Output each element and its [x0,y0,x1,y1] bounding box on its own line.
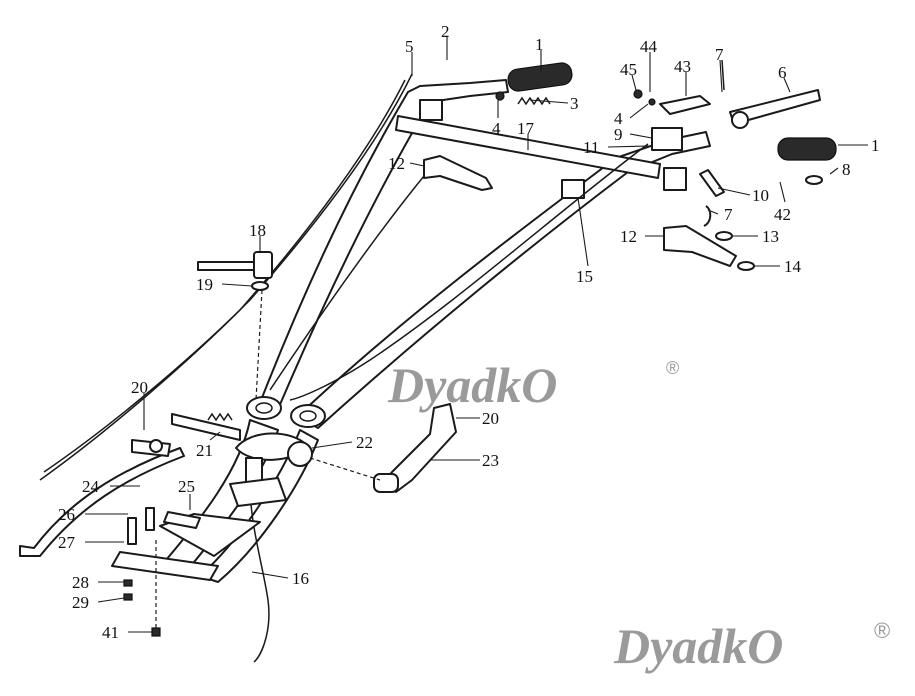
callout-45: 45 [620,60,637,79]
lever-right-part [663,225,755,271]
callout-20-right: 20 [482,409,499,428]
callout-18: 18 [249,221,266,240]
callout-7-top: 7 [715,45,724,64]
callout-22: 22 [356,433,373,452]
callout-15: 15 [576,267,593,286]
callout-1-right: 1 [871,136,880,155]
callout-41: 41 [102,623,119,642]
callout-27: 27 [58,533,76,552]
shift-rod-part [19,439,185,557]
callout-5: 5 [405,37,414,56]
callout-13: 13 [762,227,779,246]
clutch-lever-assembly [633,59,823,227]
spring-part [495,91,551,106]
callout-10: 10 [752,186,769,205]
svg-text:®: ® [874,618,890,643]
watermark-bottom-right: DyadkO ® [613,618,890,674]
callout-12-left: 12 [388,154,405,173]
callout-4-right: 4 [614,109,623,128]
svg-text:DyadkO: DyadkO [613,618,783,674]
gear-shift-assembly [171,403,457,507]
callout-29: 29 [72,593,89,612]
cables [39,73,649,663]
callout-14: 14 [784,257,802,276]
callout-20-left: 20 [131,378,148,397]
callout-9: 9 [614,125,623,144]
callout-7-mid: 7 [724,205,733,224]
right-grip-part [777,137,837,161]
callout-25: 25 [178,477,195,496]
callout-26: 26 [58,505,75,524]
callout-17: 17 [517,119,535,138]
callout-44: 44 [640,37,658,56]
callout-11: 11 [583,138,599,157]
callout-16: 16 [292,569,309,588]
callout-4-left: 4 [492,119,501,138]
left-grip-part [507,62,573,92]
callout-3: 3 [570,94,579,113]
callout-23: 23 [482,451,499,470]
callout-6: 6 [778,63,787,82]
svg-text:DyadkO: DyadkO [387,357,557,413]
callout-19: 19 [196,275,213,294]
svg-text:®: ® [666,358,679,378]
callout-2: 2 [441,22,450,41]
callout-8: 8 [842,160,851,179]
base-plate-part [111,507,261,637]
watermark-center: DyadkO ® [387,357,679,413]
callout-12-right: 12 [620,227,637,246]
lever-left-part [423,155,493,191]
callout-28: 28 [72,573,89,592]
callout-labels: 1 2 5 3 4 17 44 45 43 7 6 4 9 11 1 8 12 … [58,22,880,642]
callout-43: 43 [674,57,691,76]
callout-1-left: 1 [535,35,544,54]
callout-24: 24 [82,477,100,496]
handlebar-frame [165,79,711,583]
callout-21: 21 [196,441,213,460]
callout-42: 42 [774,205,791,224]
leader-lines [85,37,868,633]
